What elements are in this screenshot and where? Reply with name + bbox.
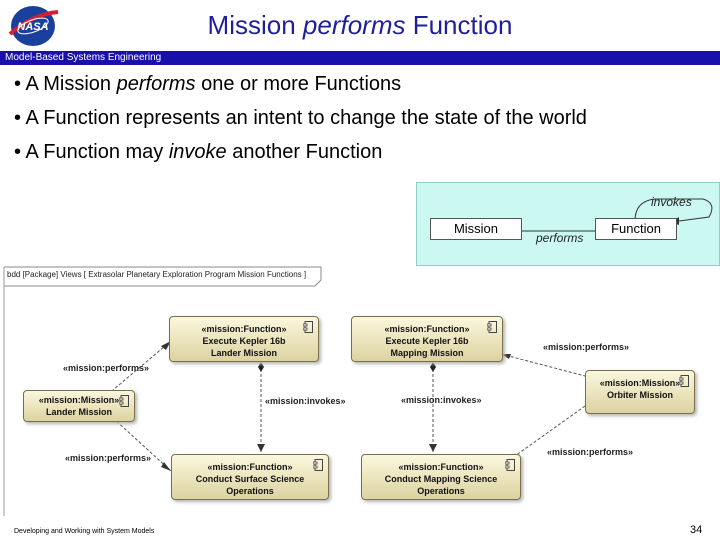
performs-label: performs <box>536 231 584 245</box>
node-stereotype: «mission:Function» <box>207 462 293 472</box>
banner-text: Model-Based Systems Engineering <box>5 52 162 63</box>
metamodel-mission-box: Mission <box>430 218 522 240</box>
bdd-diamonds <box>258 362 436 372</box>
bullet-text: • A Mission <box>14 73 117 95</box>
node-stereotype: «mission:Mission» <box>599 378 681 388</box>
node-name: Lander Mission <box>45 407 112 417</box>
footer-text: Developing and Working with System Model… <box>14 528 155 535</box>
function-mapping-ops-node[interactable]: «mission:Function» Conduct Mapping Scien… <box>361 454 521 500</box>
slide-title: Mission performs Function <box>120 10 600 41</box>
edge-label-performs: «mission:performs» <box>543 342 630 352</box>
bdd-title: bdd [Package] Views [ Extrasolar Planeta… <box>7 270 307 279</box>
component-icon <box>119 395 129 407</box>
component-icon <box>679 375 689 387</box>
bullet-text: • A Function may <box>14 141 169 163</box>
component-icon <box>487 321 497 333</box>
node-stereotype: «mission:Mission» <box>38 395 120 405</box>
node-name: Conduct Mapping Science Operations <box>384 474 498 496</box>
bdd-diagram: bdd [Package] Views [ Extrasolar Planeta… <box>3 266 715 518</box>
bullet-item: • A Function represents an intent to cha… <box>14 107 587 141</box>
bullet-text: • A Function represents an intent to cha… <box>14 107 587 129</box>
node-name: Conduct Surface Science Operations <box>195 474 305 496</box>
component-icon <box>505 459 515 471</box>
function-lander-node[interactable]: «mission:Function» Execute Kepler 16b La… <box>169 316 319 362</box>
edge-label-performs: «mission:performs» <box>63 363 150 373</box>
edge-label-invokes: «mission:invokes» <box>401 395 482 405</box>
component-icon <box>303 321 313 333</box>
node-stereotype: «mission:Function» <box>384 324 470 334</box>
bdd-title-tab <box>4 266 322 287</box>
component-icon <box>313 459 323 471</box>
metamodel-mission-label: Mission <box>453 221 499 236</box>
bullet-list: • A Mission performs one or more Functio… <box>14 73 587 175</box>
title-part-1: Mission <box>207 10 303 40</box>
function-surface-ops-node[interactable]: «mission:Function» Conduct Surface Scien… <box>171 454 329 500</box>
mission-orbiter-node[interactable]: «mission:Mission» Orbiter Mission <box>585 370 695 414</box>
invokes-label: invokes <box>651 195 692 209</box>
bullet-text: one or more Functions <box>195 73 402 95</box>
bullet-italic: performs <box>116 73 196 95</box>
bullet-item: • A Mission performs one or more Functio… <box>14 73 587 107</box>
page-number: 34 <box>690 524 703 536</box>
metamodel-panel: Mission Function performs invokes <box>416 182 720 266</box>
nasa-logo: NASA <box>8 6 59 46</box>
node-name: Execute Kepler 16b Lander Mission <box>202 336 286 358</box>
invokes-loop <box>634 198 713 222</box>
metamodel-function-label: Function <box>611 221 661 236</box>
title-part-2: Function <box>405 10 513 40</box>
bullet-text: another Function <box>226 141 383 163</box>
function-mapping-node[interactable]: «mission:Function» Execute Kepler 16b Ma… <box>351 316 503 362</box>
mission-lander-node[interactable]: «mission:Mission» Lander Mission <box>23 390 135 422</box>
metamodel-function-box: Function <box>595 218 677 240</box>
edge-label-invokes: «mission:invokes» <box>265 396 346 406</box>
bullet-item: • A Function may invoke another Function <box>14 141 587 175</box>
edge-label-performs: «mission:performs» <box>65 453 152 463</box>
header-banner: Model-Based Systems Engineering <box>0 51 720 65</box>
title-part-italic: performs <box>302 10 406 40</box>
node-name: Execute Kepler 16b Mapping Mission <box>385 336 469 358</box>
node-name: Orbiter Mission <box>606 390 673 400</box>
edge-label-performs: «mission:performs» <box>547 447 634 457</box>
bullet-italic: invoke <box>168 141 227 163</box>
node-stereotype: «mission:Function» <box>201 324 287 334</box>
node-stereotype: «mission:Function» <box>398 462 484 472</box>
nasa-logo-text: NASA <box>17 21 48 33</box>
